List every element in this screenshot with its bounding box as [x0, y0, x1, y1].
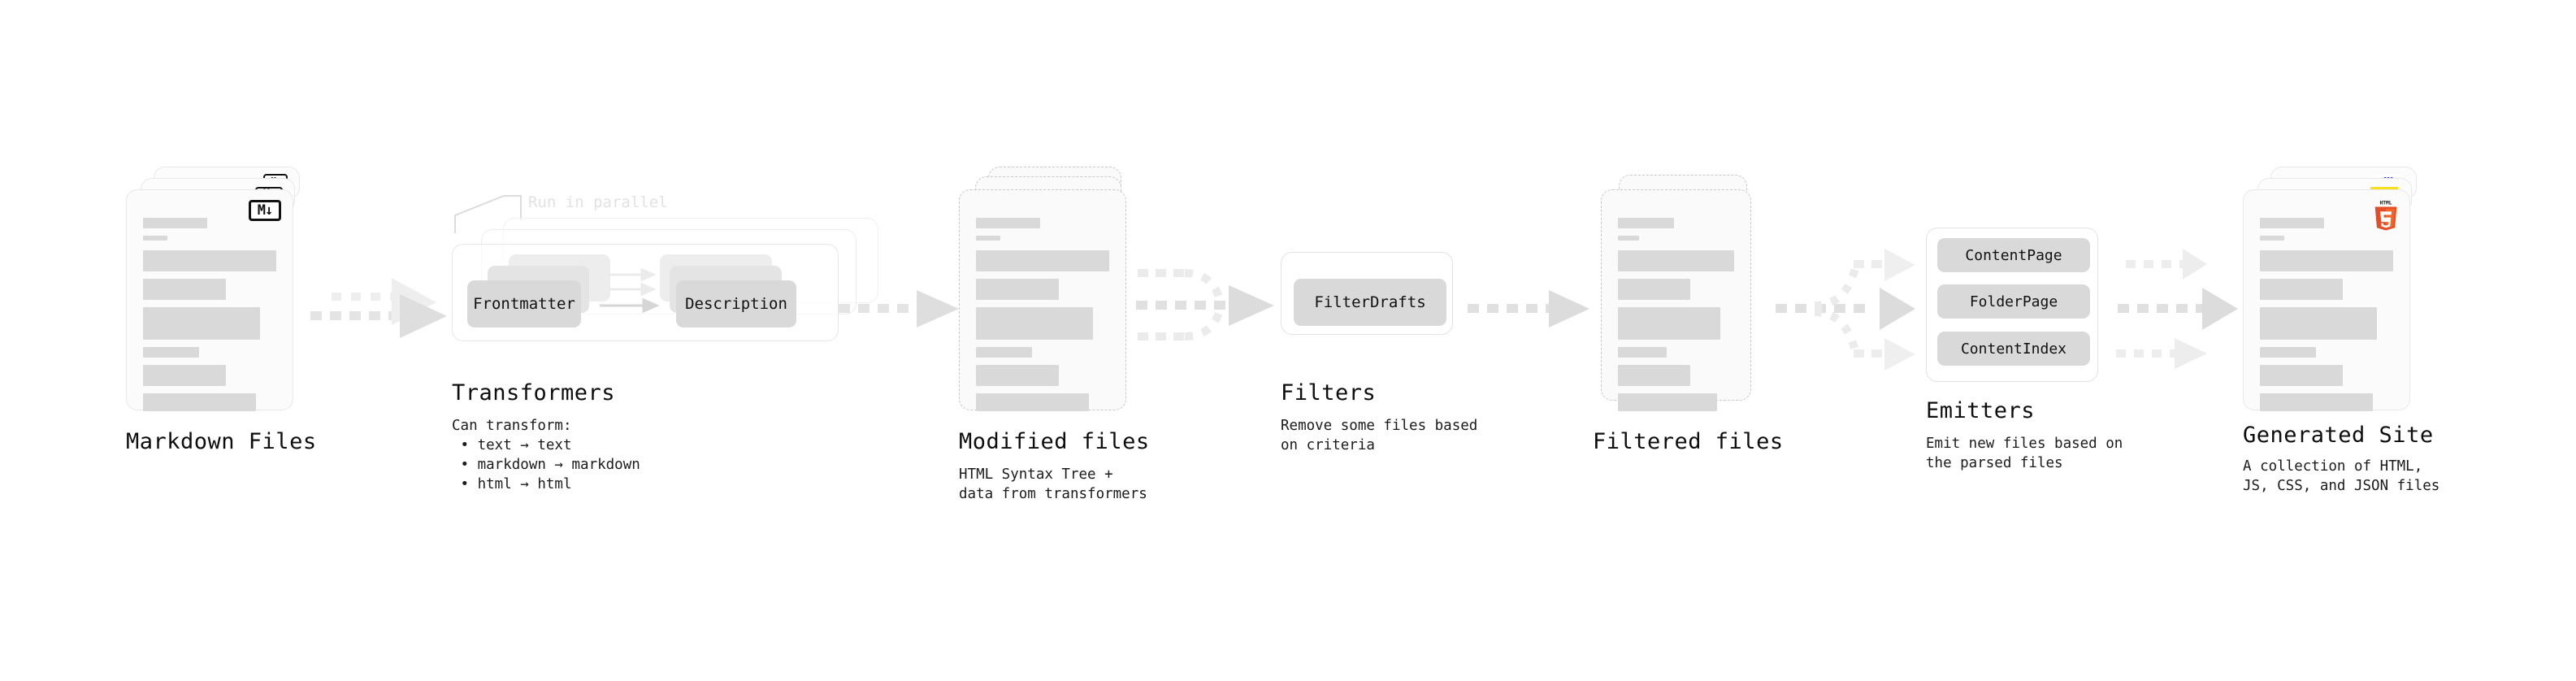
- transformer-chip-frontmatter[interactable]: Frontmatter: [467, 280, 581, 327]
- doc-line: [976, 393, 1090, 411]
- filtered-files-title: Filtered files: [1593, 429, 1784, 454]
- site-file-card-html: HTML: [2243, 189, 2410, 411]
- doc-line: [1618, 365, 1690, 386]
- emitters-subtitle: Emit new files based on the parsed files: [1926, 436, 2123, 471]
- doc-line: [143, 250, 276, 271]
- filtered-file-card-front: [1601, 189, 1751, 411]
- run-in-parallel-bracket: [454, 195, 522, 233]
- doc-line: [2260, 250, 2393, 271]
- doc-line: [976, 365, 1059, 386]
- modified-files-subtitle: HTML Syntax Tree + data from transformer…: [959, 466, 1147, 502]
- doc-line: [1618, 250, 1734, 271]
- markdown-files-title: Markdown Files: [126, 429, 317, 454]
- doc-line: [143, 393, 257, 411]
- run-in-parallel-label: Run in parallel: [528, 193, 668, 211]
- doc-line: [1618, 279, 1690, 300]
- arrow-filtered-to-emitters: [1776, 249, 1915, 371]
- doc-content-lines: [2260, 218, 2393, 419]
- doc-content-lines: [1618, 218, 1734, 419]
- doc-line: [2260, 236, 2284, 241]
- doc-line: [976, 218, 1040, 228]
- emitters-title: Emitters: [1926, 398, 2036, 423]
- doc-line: [143, 279, 226, 300]
- doc-line: [976, 279, 1059, 300]
- emitter-chip-folderpage[interactable]: FolderPage: [1937, 284, 2090, 319]
- doc-line: [1618, 347, 1667, 358]
- doc-line: [143, 347, 199, 358]
- doc-line: [976, 236, 1000, 241]
- markdown-icon: M↓: [249, 200, 281, 221]
- svg-text:HTML: HTML: [2380, 201, 2392, 206]
- transformers-subtitle: Can transform: • text → text • markdown …: [452, 418, 640, 492]
- generated-site-title: Generated Site: [2243, 423, 2434, 448]
- filters-title: Filters: [1281, 380, 1377, 406]
- doc-line: [976, 347, 1032, 358]
- modified-files-title: Modified files: [959, 429, 1150, 454]
- doc-line: [143, 365, 226, 386]
- doc-line: [143, 218, 207, 228]
- arrow-markdown-to-transformers: [310, 278, 447, 338]
- doc-line: [143, 307, 261, 340]
- doc-line: [143, 236, 167, 241]
- doc-line: [976, 250, 1109, 271]
- doc-line: [2260, 347, 2316, 358]
- filter-chip-filterdrafts[interactable]: FilterDrafts: [1294, 279, 1446, 326]
- markdown-file-card-front: M↓: [126, 189, 293, 411]
- arrow-modified-to-filters: [1136, 269, 1274, 340]
- modified-file-card-front: [959, 189, 1126, 411]
- doc-line: [1618, 307, 1720, 340]
- doc-line: [976, 307, 1094, 340]
- doc-content-lines: [976, 218, 1109, 419]
- html5-icon: HTML: [2374, 201, 2397, 231]
- transformers-title: Transformers: [452, 380, 616, 406]
- emitter-chip-contentindex[interactable]: ContentIndex: [1937, 332, 2090, 366]
- doc-line: [2260, 365, 2343, 386]
- generated-site-subtitle: A collection of HTML, JS, CSS, and JSON …: [2243, 458, 2440, 494]
- doc-content-lines: [143, 218, 276, 419]
- arrow-transformers-to-modified: [839, 290, 959, 327]
- doc-line: [1618, 393, 1717, 411]
- transformer-inner-arrows: [600, 267, 660, 314]
- emitter-chip-contentpage[interactable]: ContentPage: [1937, 238, 2090, 272]
- doc-line: [1618, 236, 1639, 241]
- arrow-emitters-to-site: [2116, 249, 2238, 369]
- arrow-filters-to-filtered: [1468, 290, 1589, 327]
- doc-line: [2260, 218, 2324, 228]
- transformer-chip-description[interactable]: Description: [676, 280, 796, 327]
- doc-line: [1618, 218, 1674, 228]
- doc-line: [2260, 307, 2378, 340]
- doc-line: [2260, 393, 2374, 411]
- doc-line: [2260, 279, 2343, 300]
- filters-subtitle: Remove some files based on criteria: [1281, 418, 1478, 453]
